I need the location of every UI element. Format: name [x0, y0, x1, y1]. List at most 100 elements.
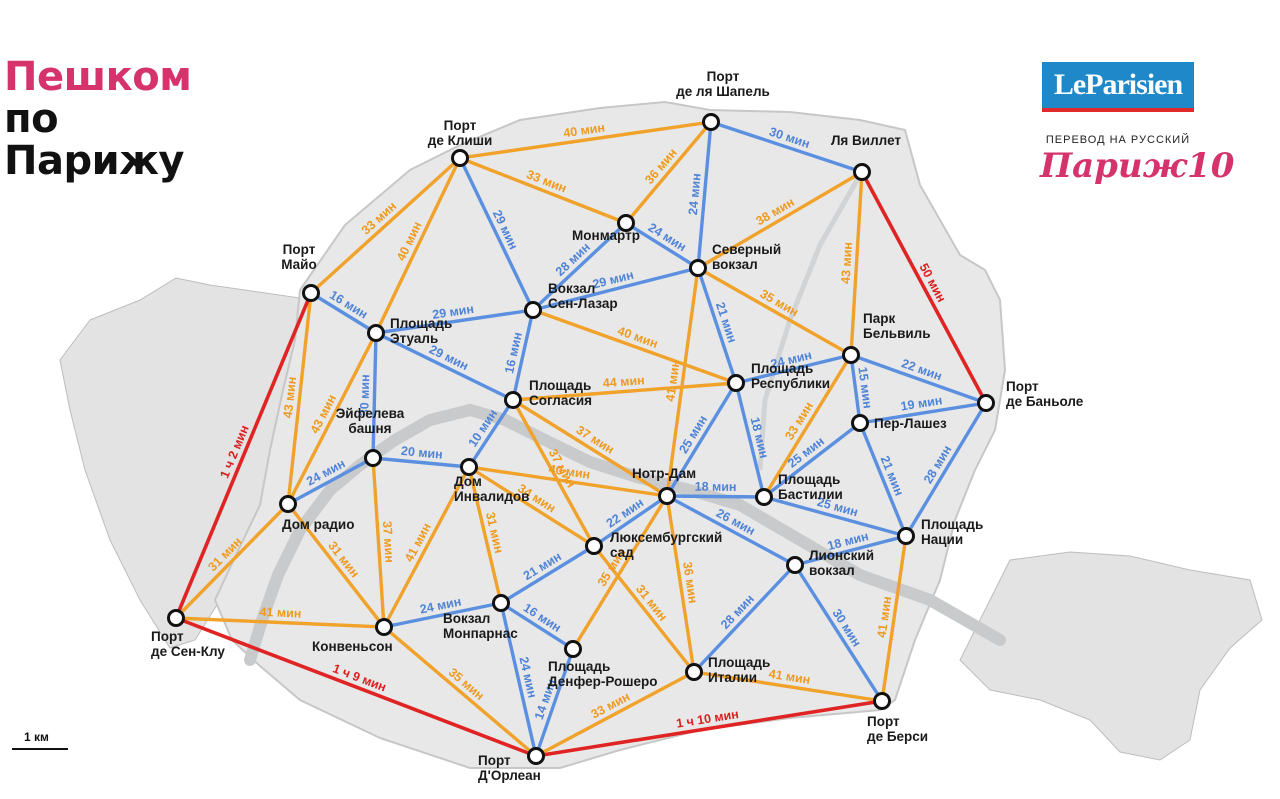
route-invalides-luxembourg [467, 465, 596, 548]
station-marker[interactable] [727, 374, 745, 392]
station-marker[interactable] [585, 537, 603, 555]
route-invalides-convention [382, 465, 471, 629]
route-etoile-concorde [374, 331, 515, 402]
route-convention-orleans [382, 625, 538, 758]
station-marker[interactable] [617, 214, 635, 232]
route-bastille-nation [762, 495, 908, 538]
station-lachaise[interactable]: Пер-Лашез [851, 414, 948, 432]
station-marker[interactable] [524, 301, 542, 319]
route-lachaise-bastille [762, 421, 862, 499]
station-marker[interactable] [897, 527, 915, 545]
station-marker[interactable] [492, 594, 510, 612]
station-marker[interactable] [658, 487, 676, 505]
route-time-label: 44 мин [602, 373, 645, 390]
station-marker[interactable] [977, 394, 995, 412]
route-time-label: 24 мин [686, 173, 704, 216]
route-italie-bercy [692, 670, 884, 703]
route-lazare-republique [531, 308, 738, 385]
station-marker[interactable] [842, 346, 860, 364]
station-radio[interactable]: Дом радио [279, 495, 355, 533]
station-marker[interactable] [702, 113, 720, 131]
route-villette-belleville [849, 170, 864, 357]
station-villette[interactable]: Ля Виллет [831, 133, 901, 181]
route-time-label: 43 мин [281, 376, 299, 419]
route-lachaise-bagnolet [858, 401, 988, 425]
station-marker[interactable] [755, 488, 773, 506]
route-nord-notredame [665, 266, 700, 498]
station-marker[interactable] [375, 618, 393, 636]
station-marker[interactable] [367, 324, 385, 342]
route-clichy-montmartre [458, 156, 628, 225]
route-eiffel-invalides [371, 456, 471, 469]
route-nord-belleville [696, 266, 853, 357]
station-marker[interactable] [786, 556, 804, 574]
route-belleville-bagnolet [849, 353, 988, 405]
station-marker[interactable] [527, 747, 545, 765]
route-nation-lyon [793, 534, 908, 567]
route-time-label: 41 мин [768, 667, 812, 687]
station-marker[interactable] [851, 414, 869, 432]
station-montmartre[interactable]: Монмартр [572, 214, 640, 244]
station-convention[interactable]: Конвеньсон [312, 618, 393, 655]
station-marker[interactable] [873, 692, 891, 710]
route-concorde-notredame [511, 398, 669, 498]
route-etoile-eiffel [371, 331, 378, 460]
station-marker[interactable] [279, 495, 297, 513]
station-label: Ля Виллет [831, 133, 901, 148]
station-marker[interactable] [504, 391, 522, 409]
route-time-label: 18 мин [695, 480, 737, 494]
route-time-label: 15 мин [855, 366, 874, 409]
station-marker[interactable] [853, 163, 871, 181]
station-marker[interactable] [689, 259, 707, 277]
route-montparnasse-convention [382, 601, 503, 629]
station-marker[interactable] [364, 449, 382, 467]
route-concorde-republique [511, 381, 738, 402]
station-marker[interactable] [302, 284, 320, 302]
station-marker[interactable] [460, 458, 478, 476]
station-marker[interactable] [451, 149, 469, 167]
route-nord-republique [696, 266, 738, 385]
route-time-label: 36 мин [680, 561, 700, 604]
route-time-label: 29 мин [431, 302, 474, 322]
route-republique-bastille [734, 381, 766, 499]
title-line-2: по [4, 96, 59, 142]
station-marker[interactable] [167, 609, 185, 627]
route-maillot-etoile [309, 291, 378, 335]
station-marker[interactable] [685, 663, 703, 681]
route-time-label: 20 мин [400, 444, 443, 462]
route-lyon-bercy [793, 563, 884, 703]
station-marker[interactable] [564, 640, 582, 658]
route-villette-bagnolet [860, 170, 988, 405]
station-notredame[interactable]: Нотр-Дам [632, 466, 696, 505]
route-chapelle-nord [696, 120, 713, 270]
